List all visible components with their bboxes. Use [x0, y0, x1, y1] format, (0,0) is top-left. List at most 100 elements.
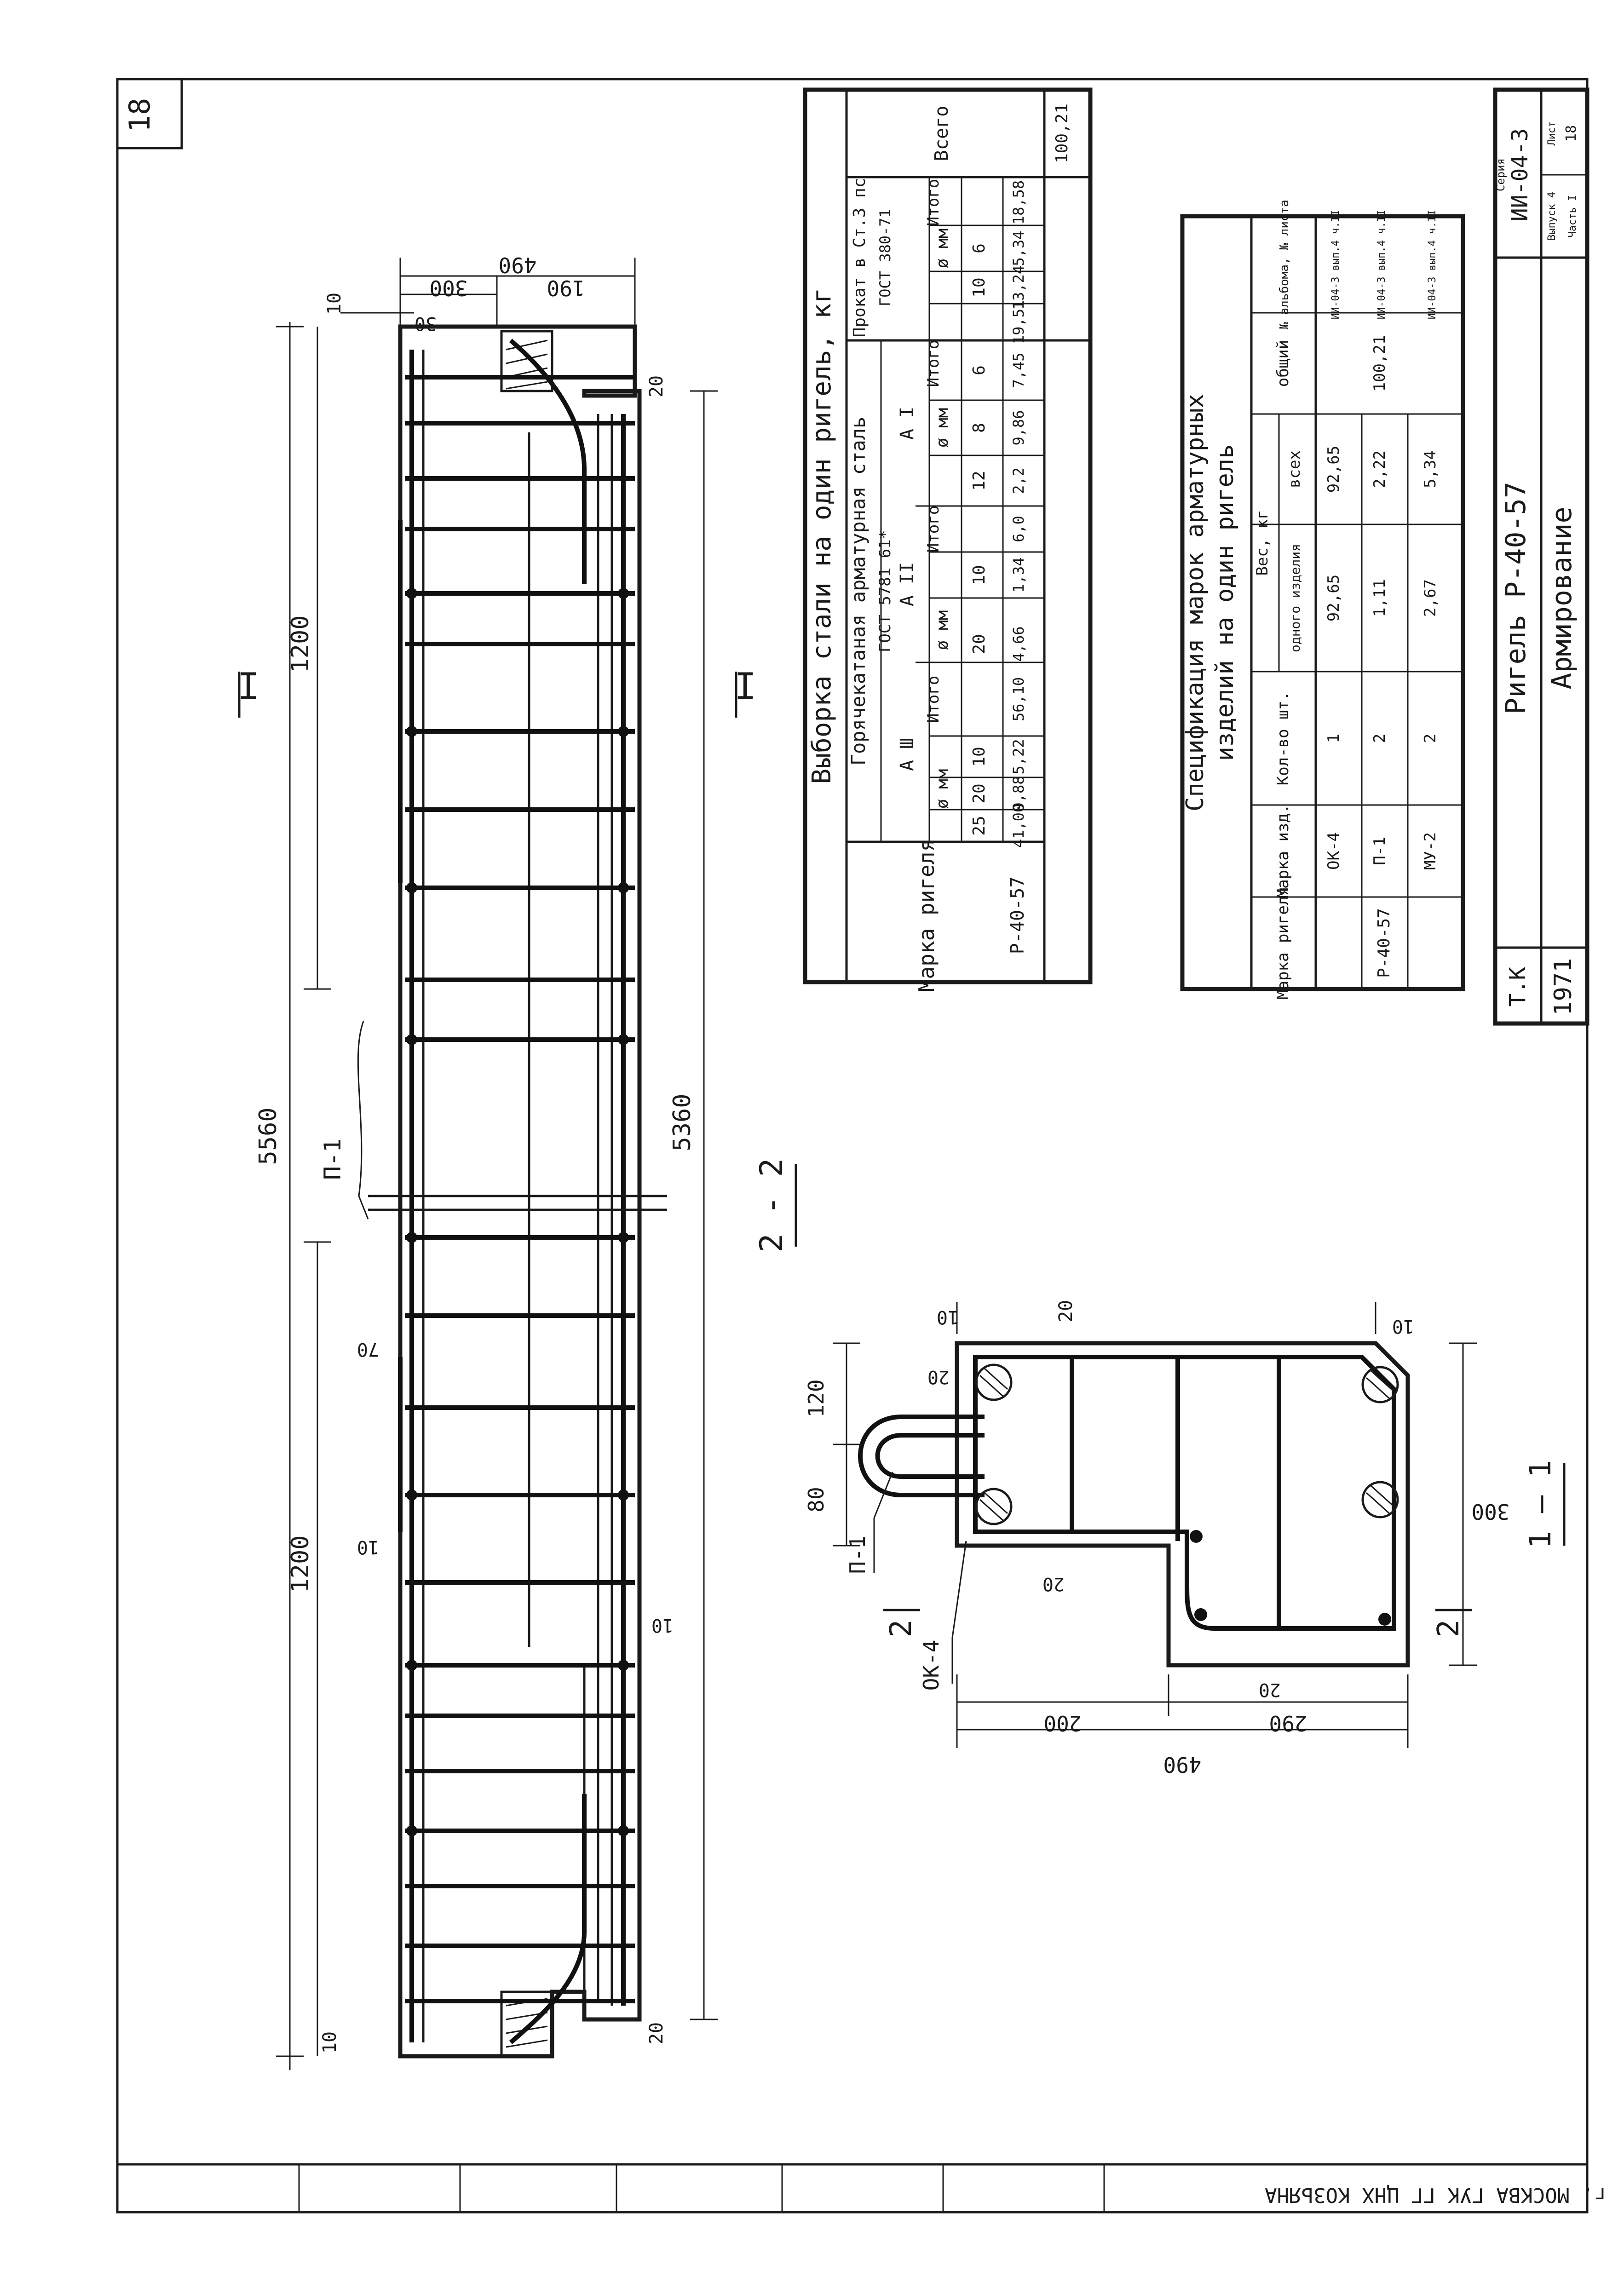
dim-10-b: 10 — [319, 2031, 340, 2053]
steel-row-mark: Р-40-57 — [1007, 877, 1028, 955]
spec-row1-one: 92,65 — [1325, 575, 1343, 621]
section-1-1-label: 1 — 1 — [1524, 1460, 1558, 1549]
steel-group-hot: Горячекатаная арматурная сталь — [847, 417, 870, 766]
spec-row1-qty: 1 — [1325, 734, 1343, 743]
dim-20-a: 20 — [646, 375, 667, 397]
steel-val-5: 4,66 — [1010, 626, 1027, 661]
steel-val-8: 2,2 — [1010, 467, 1027, 494]
steel-diam-1: 25 — [970, 816, 989, 835]
steel-class-aii: А II — [897, 562, 918, 606]
steel-diam-5: 10 — [970, 565, 989, 585]
steel-diam-label-1: ø мм — [933, 769, 952, 809]
steel-diam-3: 10 — [970, 747, 989, 766]
section-2-left-mark: 2 — [884, 1620, 918, 1638]
margin-strip-text: г. МОСКВА ГУК ГГ ЦНХ КОЗЬЯНА — [1265, 2183, 1606, 2207]
steel-val-14: 18,58 — [1010, 180, 1027, 224]
steel-class-ai: А I — [897, 407, 918, 440]
specification-table — [1180, 214, 1465, 991]
callout-p1-section: П-1 — [845, 1536, 870, 1574]
spec-col-one: одного изделия — [1288, 544, 1303, 652]
steel-val-11: 19,51 — [1010, 300, 1027, 344]
steel-diameters: 25 20 10 20 10 12 8 6 10 6 — [970, 243, 989, 836]
sec-dim-20-c: 20 — [1042, 1573, 1065, 1594]
sec-dim-490: 490 — [1163, 1752, 1201, 1777]
steel-group-rolled: Прокат в Ст.3 пс — [850, 178, 869, 338]
spec-row3-qty: 2 — [1421, 734, 1440, 743]
dim-10-c: 10 — [357, 1536, 379, 1558]
sec-dim-20-b: 20 — [1055, 1300, 1077, 1322]
spec-col-item: Марка изд. — [1274, 804, 1292, 898]
beam-elevation — [368, 324, 667, 2059]
spec-col-weight: Вес, кг — [1253, 510, 1272, 575]
steel-val-10: 7,45 — [1010, 352, 1027, 388]
steel-table-title: Выборка стали на один ригель, кг — [807, 288, 837, 784]
title-block — [1493, 87, 1589, 1026]
dim-1200-top: 1200 — [287, 615, 314, 673]
title-org: Т.К — [1505, 967, 1531, 1007]
spec-col-mark: Марка ригеля — [1274, 886, 1292, 1000]
steel-diam-4: 20 — [970, 634, 989, 654]
dim-1200-bottom: 1200 — [287, 1535, 314, 1593]
spec-row3-all: 5,34 — [1421, 450, 1440, 488]
steel-col-total: Всего — [931, 106, 952, 161]
steel-val-3: 5,22 — [1010, 739, 1027, 774]
spec-row1-album: ИИ-04-3 вып.4 ч.II — [1330, 210, 1342, 319]
dim-5360: 5360 — [668, 1093, 696, 1151]
steel-itogo-3: Итого — [924, 340, 943, 387]
steel-class-aiii: А Ш — [897, 738, 918, 771]
spec-row2-item: П-1 — [1371, 837, 1389, 865]
title-series: ИИ-04-3 — [1507, 128, 1533, 221]
spec-rows: Р-40-57 ОК-4 1 92,65 92,65 ИИ-04-3 вып.4… — [1325, 210, 1440, 978]
sec-dim-20-a: 20 — [927, 1366, 950, 1387]
steel-diam-7: 8 — [970, 423, 989, 433]
sec-dim-10-b: 10 — [1392, 1316, 1414, 1337]
title-element: Ригель Р-40-57 — [1500, 482, 1532, 714]
steel-diam-label-3: ø мм — [933, 408, 952, 448]
callout-p1-elevation: П-1 — [319, 1139, 346, 1180]
title-series-label: Серия — [1494, 158, 1507, 191]
section-1-1-bottom-mark: I — [734, 665, 756, 708]
title-drawing: Армирование — [1546, 506, 1578, 689]
sheet-number: 18 — [123, 98, 156, 132]
spec-row3-one: 2,67 — [1421, 579, 1440, 617]
stirrups — [405, 375, 635, 2003]
spec-row-total: 100,21 — [1371, 335, 1389, 392]
steel-val-7: 6,0 — [1010, 516, 1027, 542]
callout-ok4-section: ОК-4 — [919, 1640, 944, 1691]
spec-row2-qty: 2 — [1371, 734, 1389, 743]
support-hatch-top — [500, 330, 553, 392]
dim-10-d: 10 — [651, 1615, 674, 1636]
spec-col-total: общий — [1274, 340, 1292, 387]
dim-30: 30 — [415, 313, 437, 334]
spec-row1-item: ОК-4 — [1325, 832, 1343, 870]
spec-row2-one: 1,11 — [1371, 579, 1389, 617]
steel-diam-9: 10 — [970, 277, 989, 297]
steel-diam-2: 20 — [970, 783, 989, 803]
title-sheet-label: Лист — [1546, 121, 1558, 146]
steel-val-12: 13,24 — [1010, 265, 1027, 310]
dim-20-b: 20 — [646, 2022, 667, 2044]
dim-190: 190 — [547, 276, 585, 300]
section-1-1-top-mark: I — [237, 665, 259, 708]
title-sheet-number: 18 — [1563, 125, 1579, 142]
section-2-2-label: 2 - 2 — [754, 1158, 790, 1253]
spec-row2-all: 2,22 — [1371, 450, 1389, 488]
sec-dim-10-a: 10 — [937, 1306, 959, 1328]
sec-dim-120: 120 — [804, 1379, 829, 1417]
sec-dim-200: 200 — [1043, 1711, 1082, 1736]
steel-diam-label-2: ø мм — [933, 610, 952, 650]
sec-dim-80: 80 — [804, 1487, 829, 1512]
dim-5560: 5560 — [254, 1107, 282, 1165]
spec-table-title-2: изделий на один ригель — [1211, 444, 1239, 761]
steel-val-4: 56,10 — [1010, 677, 1027, 721]
spec-row3-item: МУ-2 — [1421, 832, 1440, 870]
title-part: Часть I — [1567, 195, 1578, 238]
section-dimensions — [833, 1302, 1477, 1748]
steel-diam-label-4: ø мм — [933, 229, 952, 269]
steel-selection-table — [803, 87, 1093, 984]
spec-col-album: № альбома, № листа — [1278, 200, 1291, 329]
sec-dim-290: 290 — [1269, 1711, 1307, 1736]
steel-val-1: 41,00 — [1010, 804, 1027, 848]
spec-row3-album: ИИ-04-3 вып.4 ч.II — [1427, 210, 1438, 319]
steel-col-mark: Марка ригеля — [914, 839, 939, 992]
